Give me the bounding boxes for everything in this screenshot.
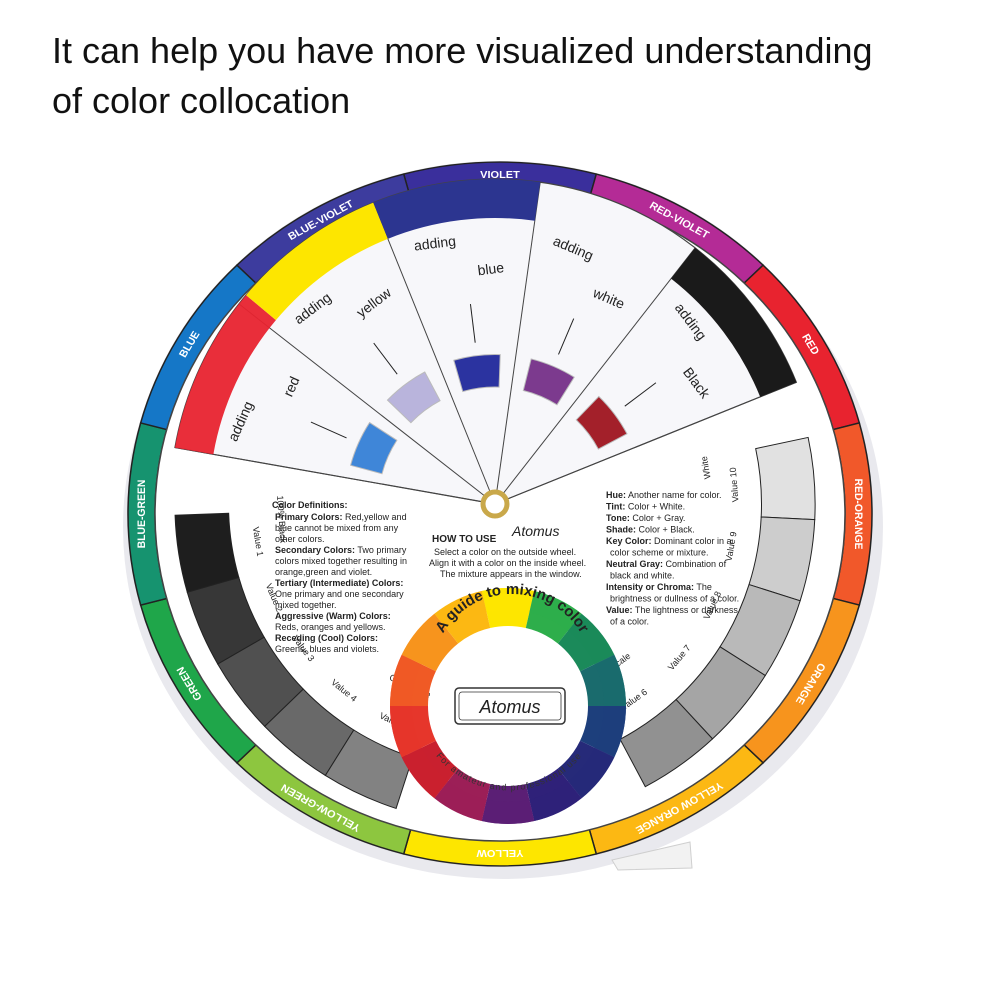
definition-line: orange,green and violet. bbox=[275, 567, 372, 577]
definition-line: Greens, blues and violets. bbox=[275, 644, 379, 654]
color-definitions-left: Color Definitions: Primary Colors: Red,ye… bbox=[272, 500, 407, 654]
inner-color-swatch-outer bbox=[401, 747, 449, 799]
definition-line: Tint: Color + White. bbox=[606, 502, 685, 512]
center-rivet bbox=[480, 489, 510, 519]
definition-line: other colors. bbox=[275, 534, 325, 544]
how-to-use-line-2: Align it with a color on the inside whee… bbox=[429, 558, 586, 568]
sector-arrow bbox=[373, 342, 398, 375]
sector-additive-label: red bbox=[280, 374, 303, 399]
caption-line-1: It can help you have more visualized und… bbox=[52, 30, 873, 71]
inner-brand: Atomus bbox=[478, 697, 540, 717]
outer-color-ring: VIOLETRED-VIOLETREDRED-ORANGEORANGEYELLO… bbox=[127, 161, 873, 867]
gray-swatch bbox=[217, 636, 305, 728]
sector-arrow bbox=[624, 382, 657, 407]
wedge-red bbox=[174, 295, 276, 455]
definition-line: Receding (Cool) Colors: bbox=[275, 633, 378, 643]
mix-window-blue bbox=[453, 354, 501, 393]
sector-arrow bbox=[558, 318, 575, 355]
sector-divider bbox=[494, 247, 696, 505]
inner-color-swatch-outer bbox=[529, 590, 582, 631]
definition-line: color scheme or mixture. bbox=[610, 548, 709, 558]
definition-line: Key Color: Dominant color in a bbox=[606, 536, 732, 546]
definition-line: Value: The lightness or darkness bbox=[606, 605, 738, 615]
inner-brand-plate-inner bbox=[458, 691, 562, 721]
gray-swatch bbox=[755, 436, 816, 521]
inner-color-swatch-outer bbox=[481, 588, 535, 613]
definition-line: mixed together. bbox=[275, 600, 337, 610]
definition-line: of a color. bbox=[610, 617, 649, 627]
definition-line: black and white. bbox=[610, 571, 675, 581]
inner-color-swatch-outer bbox=[390, 654, 422, 706]
inner-color-swatch-outer bbox=[594, 654, 626, 706]
sector-divider bbox=[494, 182, 541, 505]
definition-line: Secondary Colors: Two primary bbox=[275, 545, 407, 555]
gray-value-label: Value 1 bbox=[251, 526, 266, 557]
ring-label: BLUE-GREEN bbox=[136, 480, 148, 549]
inner-color-swatch-outer bbox=[390, 706, 422, 758]
definition-line: Aggressive (Warm) Colors: bbox=[275, 611, 391, 621]
inner-color-swatch-outer bbox=[529, 781, 582, 822]
definition-line: One primary and one secondary bbox=[275, 589, 404, 599]
how-to-use-line-1: Select a color on the outside wheel. bbox=[434, 547, 576, 557]
definitions-heading: Color Definitions: bbox=[272, 500, 348, 510]
caption-line-2: of color collocation bbox=[52, 80, 351, 121]
how-to-use-line-3: The mixture appears in the window. bbox=[440, 569, 582, 579]
mix-window-white bbox=[522, 358, 575, 406]
wedge-black bbox=[671, 247, 797, 397]
mix-window-red bbox=[349, 421, 398, 475]
inner-color-swatch-outer bbox=[567, 613, 615, 665]
inner-brand-plate bbox=[454, 687, 566, 725]
sector-arrow bbox=[469, 303, 476, 343]
inner-color-swatch-outer bbox=[401, 613, 449, 665]
wheel-stand bbox=[611, 841, 693, 871]
definition-line: brightness or dullness of a color. bbox=[610, 594, 739, 604]
how-to-use: HOW TO USE Atomus Select a color on the … bbox=[429, 523, 586, 579]
definition-line: Hue: Another name for color. bbox=[606, 490, 722, 500]
definition-line: Reds, oranges and yellows. bbox=[275, 622, 386, 632]
ring-label: RED-ORANGE bbox=[852, 479, 864, 550]
inner-color-swatch-outer bbox=[481, 799, 535, 824]
caption: It can help you have more visualized und… bbox=[52, 26, 982, 126]
definition-line: Neutral Gray: Combination of bbox=[606, 559, 727, 569]
sector-additive-label: blue bbox=[477, 259, 505, 278]
gray-value-label: Value 10 bbox=[728, 467, 741, 503]
inner-color-swatch-outer bbox=[594, 706, 626, 758]
gray-top-label: White bbox=[699, 455, 713, 479]
definition-line: colors mixed together resulting in bbox=[275, 556, 407, 566]
definition-line: Primary Colors: Red,yellow and bbox=[275, 512, 407, 522]
how-to-use-brand: Atomus bbox=[511, 523, 559, 539]
gray-top-label: 100% Black bbox=[275, 495, 288, 544]
ring-label: VIOLET bbox=[480, 169, 520, 181]
inner-guide-wheel bbox=[390, 588, 626, 824]
inner-color-swatch-outer bbox=[567, 747, 615, 799]
mix-window-black bbox=[575, 395, 628, 450]
mix-window-yellow bbox=[386, 371, 441, 424]
definition-line: Intensity or Chroma: The bbox=[606, 582, 712, 592]
ring-label: YELLOW bbox=[476, 847, 524, 859]
gray-swatch bbox=[174, 512, 240, 593]
definition-line: Shade: Color + Black. bbox=[606, 525, 695, 535]
sector-adding-label: adding bbox=[413, 233, 457, 254]
gray-swatch bbox=[186, 576, 265, 665]
definition-line: blue cannot be mixed from any bbox=[275, 523, 399, 533]
sector-divider bbox=[174, 447, 496, 505]
definition-line: Tertiary (Intermediate) Colors: bbox=[275, 578, 403, 588]
definition-line: Tone: Color + Gray. bbox=[606, 513, 685, 523]
how-to-use-title: HOW TO USE bbox=[432, 534, 497, 545]
sector-divider bbox=[372, 202, 496, 505]
sector-divider bbox=[494, 381, 797, 505]
inner-color-swatch-outer bbox=[434, 590, 487, 631]
sector-arrow bbox=[310, 421, 347, 439]
wedge-blue bbox=[373, 178, 541, 239]
wedge-yellow bbox=[246, 202, 388, 321]
gray-swatch bbox=[264, 688, 355, 777]
inner-color-swatch-outer bbox=[434, 781, 487, 822]
color-definitions-right: Hue: Another name for color. Tint: Color … bbox=[606, 490, 739, 627]
sector-divider bbox=[238, 303, 496, 505]
